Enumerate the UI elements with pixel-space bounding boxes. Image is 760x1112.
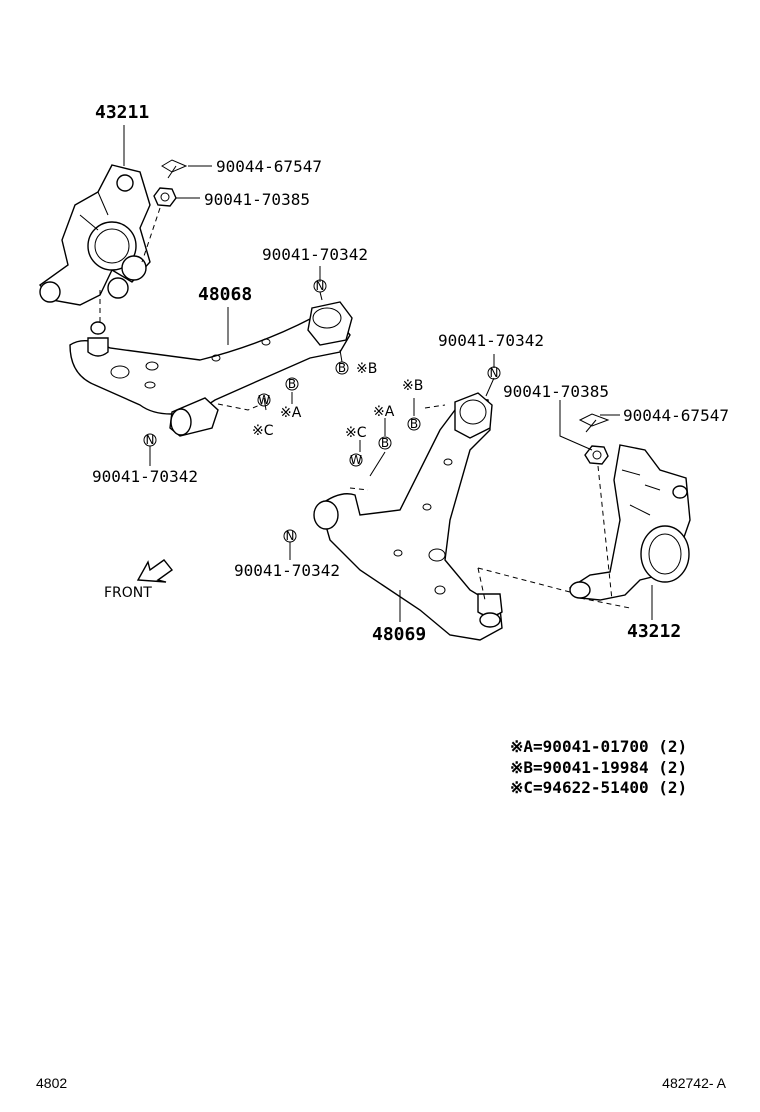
label-arm-right: 48069 xyxy=(372,624,426,645)
marker-b-left-2: B xyxy=(285,377,299,391)
label-lower-left-n: 90041-70342 xyxy=(92,467,198,486)
legend-b: ※B=90041-19984 (2) xyxy=(510,758,687,777)
nut-left-drawing xyxy=(153,187,177,207)
nut-right-drawing xyxy=(584,445,609,465)
label-arm-left: 48068 xyxy=(198,284,252,305)
label-knuckle-left: 43211 xyxy=(95,102,149,123)
front-label: FRONT xyxy=(104,585,152,601)
label-upper-right-n: 90041-70342 xyxy=(438,331,544,350)
label-nut-right: 90041-70385 xyxy=(503,382,609,401)
pin-left-drawing xyxy=(161,159,188,179)
svg-text:B: B xyxy=(410,417,418,431)
front-arrow-icon xyxy=(136,559,174,583)
arm-left-drawing xyxy=(69,301,353,437)
svg-text:N: N xyxy=(490,366,499,380)
knuckle-right-drawing xyxy=(568,444,691,601)
marker-b-left-1: B xyxy=(335,361,349,375)
legend-c: ※C=94622-51400 (2) xyxy=(510,778,687,797)
marker-n-upper-right: N xyxy=(487,366,501,380)
marker-b-right-1: B xyxy=(407,417,421,431)
label-pin-left: 90044-67547 xyxy=(216,157,322,176)
marker-n-upper-left: N xyxy=(313,279,327,293)
knuckle-left-drawing xyxy=(38,164,151,306)
svg-text:W: W xyxy=(258,393,270,407)
svg-text:W: W xyxy=(350,453,362,467)
marker-n-lower-right: N xyxy=(283,529,297,543)
marker-n-lower-left: N xyxy=(143,433,157,447)
label-nut-left: 90041-70385 xyxy=(204,190,310,209)
label-pin-right: 90044-67547 xyxy=(623,406,729,425)
label-knuckle-right: 43212 xyxy=(627,621,681,642)
marker-xb-left-1: ※B xyxy=(356,361,377,377)
svg-text:N: N xyxy=(286,529,295,543)
marker-b-right-2: B xyxy=(378,436,392,450)
svg-text:N: N xyxy=(146,433,155,447)
svg-text:B: B xyxy=(338,361,346,375)
label-upper-left-n: 90041-70342 xyxy=(262,245,368,264)
svg-text:B: B xyxy=(288,377,296,391)
marker-w-right: W xyxy=(349,453,363,467)
marker-xc-left: ※C xyxy=(252,423,274,439)
marker-xa-right: ※A xyxy=(373,404,395,420)
label-lower-right-n: 90041-70342 xyxy=(234,561,340,580)
pin-right-drawing xyxy=(578,413,610,433)
marker-xc-right: ※C xyxy=(345,425,367,441)
footer-right: 482742- A xyxy=(662,1075,726,1091)
svg-text:B: B xyxy=(381,436,389,450)
marker-w-left: W xyxy=(257,393,271,407)
legend-a: ※A=90041-01700 (2) xyxy=(510,737,687,756)
footer-left: 4802 xyxy=(36,1075,67,1091)
arm-right-drawing xyxy=(313,392,503,641)
marker-xb-right: ※B xyxy=(402,378,423,394)
marker-xa-left: ※A xyxy=(280,405,302,421)
svg-text:N: N xyxy=(316,279,325,293)
